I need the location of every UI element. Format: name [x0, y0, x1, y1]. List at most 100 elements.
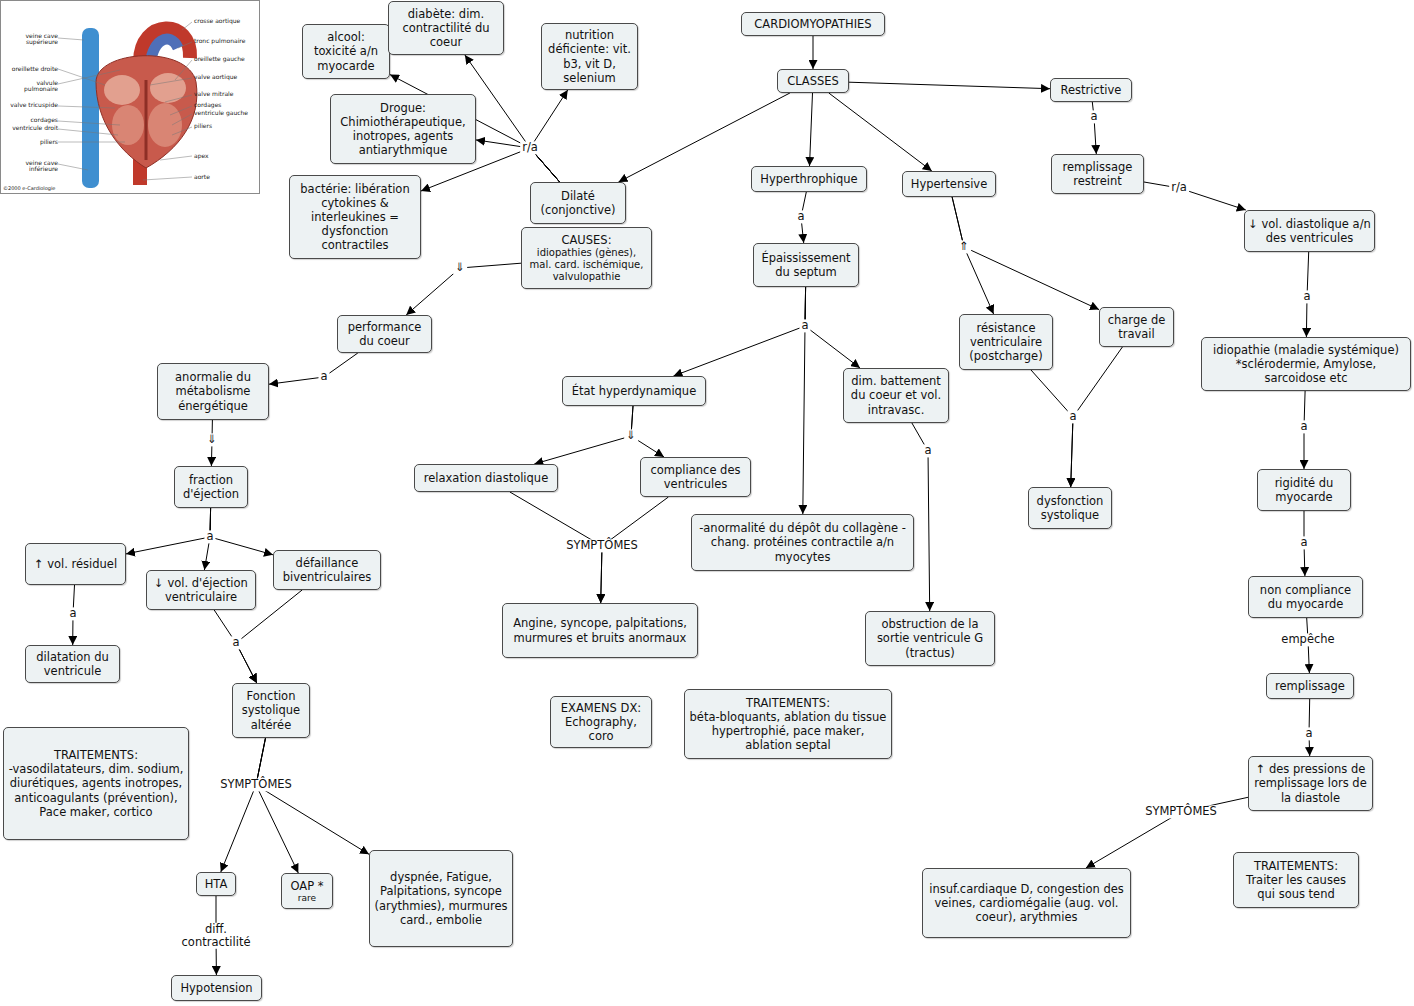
connector: [534, 406, 633, 464]
concept-box: TRAITEMENTS:-vasodilatateurs, dim. sodiu…: [3, 727, 189, 840]
concept-box: dilatation du ventricule: [25, 645, 120, 683]
edge-label: r/a: [1169, 181, 1189, 194]
concept-box: charge de travail: [1099, 307, 1174, 347]
connector: [126, 508, 211, 554]
edge-label: a: [1298, 420, 1309, 433]
part-label: ©2000 e-Cardiologie: [3, 186, 83, 191]
node-text: diabète: dim. contractilité du coeur: [392, 7, 500, 49]
connector: [256, 738, 298, 873]
connector: [674, 287, 806, 376]
node-text: nutrition déficiente: vit. b3, vit D, se…: [545, 28, 634, 84]
edge-label: SYMPTÔMES: [218, 778, 294, 791]
edge-label: ⇓: [205, 433, 219, 446]
node-text: TRAITEMENTS:: [1254, 859, 1338, 873]
node-text: anormalie du métabolisme énergétique: [161, 370, 265, 412]
concept-box: HTA: [196, 872, 236, 896]
concept-box: ↓ vol. diastolique a/n des ventricules: [1244, 210, 1375, 252]
connector: [805, 287, 860, 368]
concept-box: Fonction systolique altérée: [232, 683, 310, 738]
node-text: Restrictive: [1061, 83, 1122, 97]
part-label: veine cave inférieure: [4, 160, 58, 173]
node-text: idiopathie (maladie systémique) *sclérod…: [1205, 343, 1407, 385]
concept-box: Hypotension: [171, 975, 262, 1001]
part-label: valve mitrale: [194, 91, 256, 97]
node-text: ↑ vol. résiduel: [34, 557, 117, 571]
part-label: veine cave supérieure: [4, 33, 58, 46]
connector: [256, 738, 369, 854]
node-text: défaillance biventriculaires: [277, 556, 377, 584]
concept-box: Angine, syncope, palpitations, murmures …: [502, 603, 698, 658]
concept-box: TRAITEMENTS:béta-bloquants, ablation du …: [684, 689, 892, 759]
concept-box: CAUSES:idiopathies (gènes), mal. card. i…: [521, 227, 652, 289]
concept-box: CARDIOMYOPATHIES: [741, 12, 885, 36]
part-label: apex: [194, 153, 256, 159]
node-text: Hypotension: [180, 981, 252, 995]
concept-box: ↑ vol. résiduel: [25, 543, 126, 585]
node-text: CLASSES: [787, 74, 839, 88]
edge-label: a: [1298, 536, 1309, 549]
connector: [813, 36, 814, 69]
node-text: Hyperthrophique: [760, 172, 857, 186]
concept-box: OAP *rare: [281, 873, 333, 909]
node-text: -anormalité du dépôt du collagène -chang…: [695, 521, 910, 563]
connector: [214, 610, 257, 683]
part-label: aorte: [194, 174, 256, 180]
edge-label: a: [318, 370, 329, 383]
concept-box: dim. battement du coeur et vol. intravas…: [843, 368, 949, 423]
node-text: résistance ventriculaire (postcharge): [963, 321, 1049, 363]
node-text: charge de travail: [1103, 313, 1170, 341]
concept-box: défaillance biventriculaires: [273, 550, 381, 590]
node-text: -vasodilatateurs, dim. sodium, diurétiqu…: [7, 762, 185, 818]
edge-label: a: [795, 210, 806, 223]
part-label: tronc pulmonaire: [194, 38, 256, 44]
connector: [476, 140, 560, 182]
node-text: dim. battement du coeur et vol. intravas…: [847, 374, 945, 416]
connector: [1031, 370, 1073, 487]
connector: [1144, 182, 1246, 210]
node-text: ↓ vol. diastolique a/n des ventricules: [1248, 217, 1371, 245]
node-text: performance du coeur: [341, 320, 428, 348]
concept-box: performance du coeur: [337, 315, 432, 353]
concept-box: Hypertensive: [902, 171, 996, 197]
concept-box: ↑ des pressions de remplissage lors de l…: [1248, 756, 1373, 811]
concept-box: remplissage restreint: [1051, 154, 1144, 194]
node-text: Dilaté (conjonctive): [534, 189, 622, 217]
concept-box: nutrition déficiente: vit. b3, vit D, se…: [541, 23, 638, 90]
edge-label: SYMPTÔMES: [564, 539, 640, 552]
concept-box: État hyperdynamique: [562, 376, 706, 406]
node-text: rare: [298, 893, 316, 904]
edge-label: r/a: [520, 141, 540, 154]
edge-label: a: [67, 607, 78, 620]
node-text: OAP *: [290, 879, 323, 893]
concept-box: CLASSES: [777, 69, 849, 93]
edge-label: SYMPTÔMES: [1143, 805, 1219, 818]
node-text: Traiter les causes qui sous tend: [1237, 873, 1355, 901]
node-text: béta-bloquants, ablation du tissue hyper…: [688, 710, 888, 752]
connector: [952, 197, 1099, 310]
part-label: ventricule gauche: [194, 110, 256, 116]
node-text: remplissage: [1275, 679, 1345, 693]
concept-box: compliance des ventricules: [640, 457, 751, 497]
edge-label: a: [799, 319, 810, 332]
node-text: CAUSES:: [561, 233, 611, 247]
connector: [952, 197, 994, 314]
part-label: piliers: [194, 123, 256, 129]
node-text: remplissage restreint: [1055, 160, 1140, 188]
concept-box: non compliance du myocarde: [1248, 576, 1363, 618]
concept-box: Épaississement du septum: [753, 243, 859, 287]
node-text: Fonction systolique altérée: [236, 689, 306, 731]
part-label: oreillette gauche: [194, 56, 256, 62]
connector: [221, 738, 266, 872]
node-text: dyspnée, Fatigue, Palpitations, syncope …: [373, 870, 509, 926]
concept-box: -anormalité du dépôt du collagène -chang…: [691, 514, 914, 571]
node-text: obstruction de la sortie ventricule G (t…: [869, 617, 991, 659]
concept-box: alcool: toxicité a/n myocarde: [302, 24, 390, 79]
concept-box: idiopathie (maladie systémique) *sclérod…: [1201, 337, 1411, 391]
node-text: Épaississement du septum: [757, 251, 855, 279]
node-text: fraction d'éjection: [178, 473, 244, 501]
node-text: idiopathies (gènes), mal. card. ischémiq…: [525, 247, 648, 284]
concept-box: anormalie du métabolisme énergétique: [157, 363, 269, 420]
node-text: compliance des ventricules: [644, 463, 747, 491]
edge-label: a: [1303, 727, 1314, 740]
